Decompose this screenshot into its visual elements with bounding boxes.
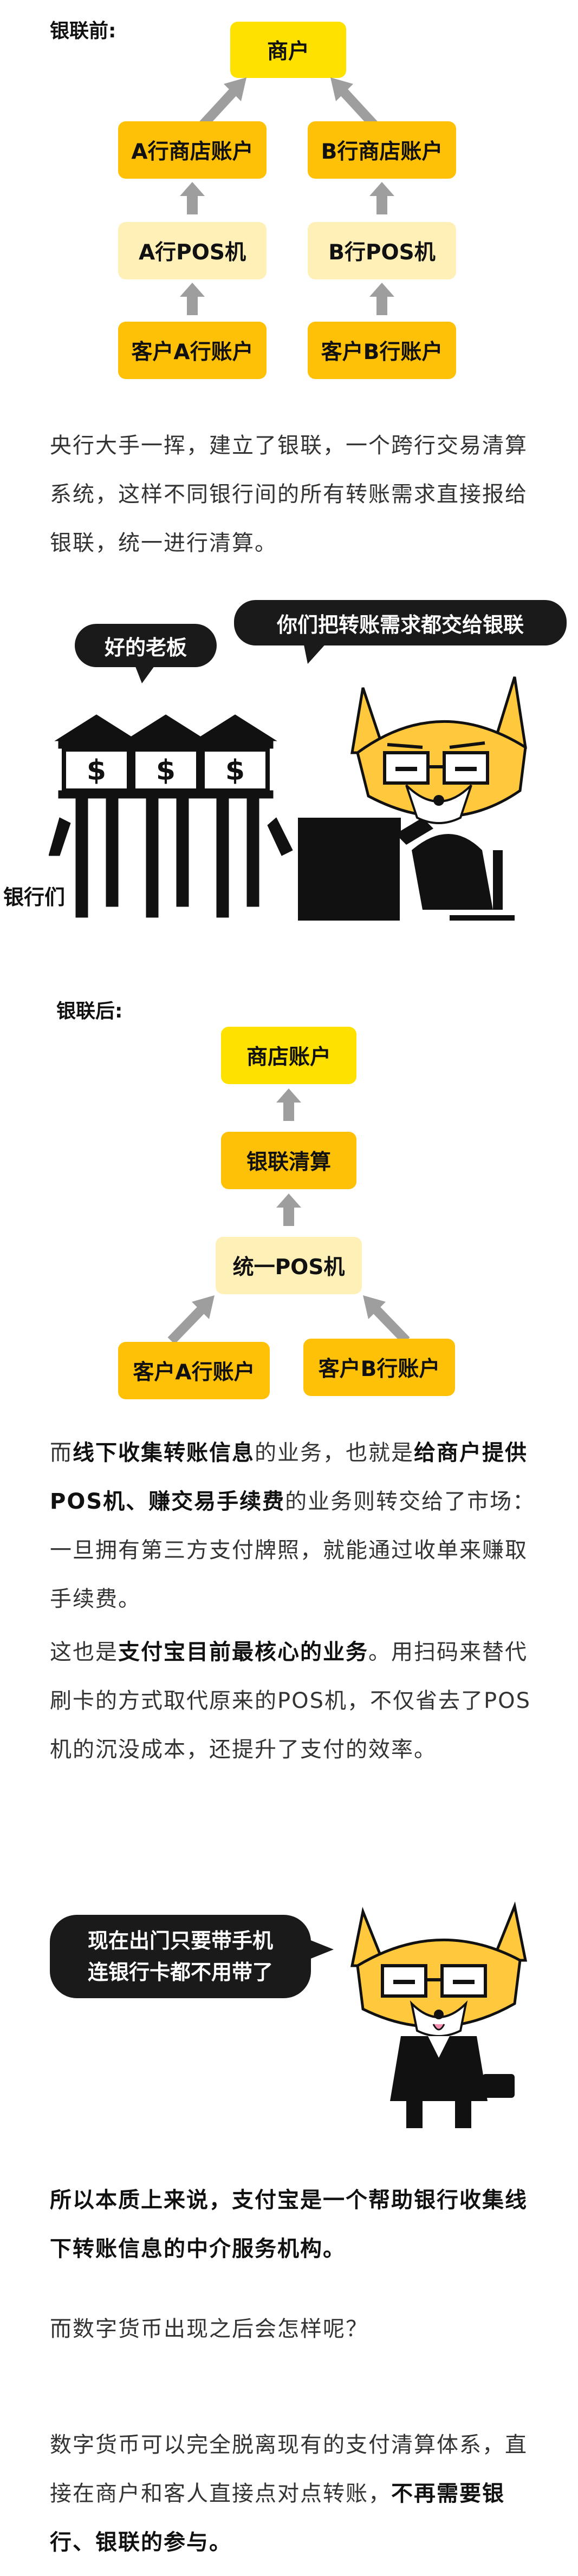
customer-a-account-box: 客户A行账户 (118, 322, 267, 379)
section-label-before: 银联前: (50, 20, 116, 42)
dollar-sign-icon: $ (156, 754, 176, 787)
unionpay-clearing-box: 银联清算 (221, 1132, 356, 1189)
speech-line-2: 连银行卡都不用带了 (87, 1960, 273, 1984)
speech-bubble-phone: 现在出门只要带手机 连银行卡都不用带了 (50, 1915, 311, 1998)
arrow-up-icon (276, 1088, 301, 1121)
customer-b-account-box-after: 客户B行账户 (303, 1339, 455, 1396)
banks-illustration: $ $ $ (49, 714, 293, 918)
arrow-b-to-merchant-icon (330, 77, 378, 128)
unified-pos-box: 统一POS机 (216, 1237, 362, 1294)
speech-bubble-banks: 好的老板 (75, 624, 217, 667)
customer-a-account-box-after: 客户A行账户 (118, 1342, 270, 1399)
speech-tail-icon (307, 1939, 334, 1960)
paragraph-digital-currency-question: 而数字货币出现之后会怎样呢？ (50, 2317, 368, 2342)
speech-line-1: 现在出门只要带手机 (87, 1929, 273, 1953)
dollar-sign-icon: $ (225, 754, 245, 787)
banks-label: 银行们 (3, 885, 66, 909)
arrow-up-icon (369, 283, 394, 315)
section-label-after: 银联后: (56, 1000, 123, 1022)
paragraph-alipay-essence: 所以本质上来说，支付宝是一个帮助银行收集线下转账信息的中介服务机构。 (50, 2188, 528, 2261)
fox-suit-illustration (350, 1901, 528, 2128)
arrow-b-to-pos-icon (363, 1295, 410, 1345)
bank-b-pos-box: B行POS机 (308, 222, 456, 279)
dollar-sign-icon: $ (87, 754, 106, 787)
arrow-up-icon (180, 283, 205, 315)
shop-account-box: 商店账户 (221, 1027, 356, 1084)
paragraph-offline-business: 而线下收集转账信息的业务，也就是给商户提供POS机、赚交易手续费的业务则转交给了… (50, 1440, 536, 1612)
speech-bubble-boss: 你们把转账需求都交给银联 (234, 600, 567, 645)
arrow-a-to-pos-icon (167, 1295, 215, 1345)
paragraph-unionpay-intro: 央行大手一挥，建立了银联，一个跨行交易清算系统，这样不同银行间的所有转账需求直接… (50, 433, 528, 556)
arrow-up-icon (180, 182, 205, 214)
speech-tail-icon (134, 664, 156, 683)
speech-tail-icon (303, 642, 327, 664)
paragraph-digital-currency-p2p: 数字货币可以完全脱离现有的支付清算体系，直接在商户和客人直接点对点转账，不再需要… (50, 2432, 528, 2555)
paragraph-alipay-core: 这也是支付宝目前最核心的业务。用扫码来替代刷卡的方式取代原来的POS机，不仅省去… (50, 1640, 531, 1762)
fox-boss-illustration (298, 676, 527, 921)
arrow-up-icon (369, 182, 394, 214)
bank-b-shop-account-box: B行商店账户 (308, 121, 456, 179)
merchant-box: 商户 (230, 22, 346, 78)
customer-b-account-box: 客户B行账户 (308, 322, 456, 379)
bank-a-pos-box: A行POS机 (118, 222, 267, 279)
bank-a-shop-account-box: A行商店账户 (118, 121, 267, 179)
arrow-up-icon (276, 1194, 301, 1226)
arrow-a-to-merchant-icon (199, 77, 246, 128)
